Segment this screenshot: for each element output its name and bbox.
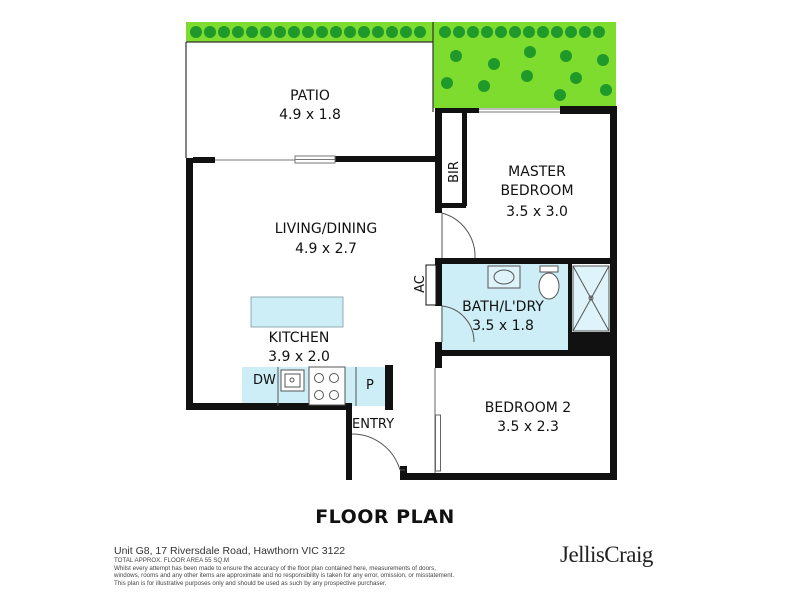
shrub-icon	[467, 26, 479, 38]
shrub-icon	[524, 46, 536, 58]
shrub-icon	[488, 58, 500, 70]
shrub-icon	[523, 26, 535, 38]
shrub-icon	[400, 26, 412, 38]
shrub-icon	[593, 26, 605, 38]
shrub-icon	[274, 26, 286, 38]
living-size: 4.9 x 2.7	[295, 241, 357, 257]
disclaimer-line-3: This plan is for illustrative purposes o…	[114, 579, 387, 587]
shrub-icon	[330, 26, 342, 38]
shrub-icon	[260, 26, 272, 38]
shrub-icon	[495, 26, 507, 38]
shrub-icon	[302, 26, 314, 38]
shrub-icon	[386, 26, 398, 38]
master-bedroom-door[interactable]	[441, 212, 476, 259]
kitchen-fixtures	[277, 366, 357, 406]
shrub-icon	[344, 26, 356, 38]
shrub-icon	[316, 26, 328, 38]
disclaimer-line-1: Whilst every attempt has been made to en…	[114, 564, 436, 572]
shrub-icon	[372, 26, 384, 38]
patio-outline	[185, 22, 434, 158]
shrub-icon	[232, 26, 244, 38]
living-name: LIVING/DINING	[275, 221, 378, 237]
shrub-icon	[560, 50, 572, 62]
garden-shrubs	[190, 26, 612, 101]
shrub-icon	[453, 26, 465, 38]
shrub-icon	[478, 80, 490, 92]
shrub-icon	[218, 26, 230, 38]
shrub-icon	[439, 26, 451, 38]
shrub-icon	[521, 70, 533, 82]
shrub-icon	[537, 26, 549, 38]
shrub-icon	[481, 26, 493, 38]
master-window	[479, 108, 560, 113]
shrub-icon	[597, 54, 609, 66]
shrub-icon	[579, 26, 591, 38]
shrub-icon	[358, 26, 370, 38]
shrub-icon	[570, 72, 582, 84]
shrub-icon	[414, 26, 426, 38]
bedroom2-size: 3.5 x 2.3	[497, 419, 559, 435]
entry-door[interactable]	[351, 433, 405, 471]
pantry-label: P	[366, 378, 374, 393]
room-labels: PATIO 4.9 x 1.8 MASTER BEDROOM 3.5 x 3.0…	[268, 88, 573, 435]
shrub-icon	[554, 89, 566, 101]
shrub-icon	[246, 26, 258, 38]
master-name-line1: MASTER	[508, 164, 566, 180]
shrub-icon	[441, 77, 453, 89]
plan-title: FLOOR PLAN	[315, 506, 455, 528]
bath-size: 3.5 x 1.8	[472, 318, 534, 334]
master-name-line2: BEDROOM	[500, 183, 573, 199]
patio-size: 4.9 x 1.8	[279, 107, 341, 123]
disclaimer-line-2: windows, rooms and any other items are a…	[114, 572, 455, 579]
bedroom2-name: BEDROOM 2	[485, 400, 571, 416]
footer-text: Unit G8, 17 Riversdale Road, Hawthorn VI…	[114, 545, 454, 587]
kitchen-name: KITCHEN	[269, 330, 330, 346]
shrub-icon	[565, 26, 577, 38]
ac-label: AC	[413, 275, 428, 293]
dw-label: DW	[253, 373, 276, 388]
shrub-icon	[509, 26, 521, 38]
bath-name: BATH/L'DRY	[462, 299, 544, 315]
patio-name: PATIO	[290, 88, 330, 104]
bath-door[interactable]	[441, 305, 475, 343]
bir-label: BIR	[447, 161, 462, 183]
kitchen-island	[250, 296, 344, 328]
shrub-icon	[600, 84, 612, 96]
master-size: 3.5 x 3.0	[506, 204, 568, 220]
shrub-icon	[204, 26, 216, 38]
bedroom2-sliding-door[interactable]	[434, 368, 441, 473]
shrub-icon	[450, 50, 462, 62]
bath-fixtures	[487, 265, 610, 332]
walls	[186, 106, 617, 480]
address: Unit G8, 17 Riversdale Road, Hawthorn VI…	[114, 545, 346, 557]
shrub-icon	[551, 26, 563, 38]
patio-sliding-door[interactable]	[215, 155, 336, 164]
entry-label: ENTRY	[352, 417, 394, 432]
kitchen-size: 3.9 x 2.0	[268, 349, 330, 365]
fixture-labels: BIR AC DW P ENTRY	[253, 161, 462, 432]
shrub-icon	[190, 26, 202, 38]
floor-area: TOTAL APPROX. FLOOR AREA 55 SQ.M	[114, 557, 230, 564]
shrub-icon	[288, 26, 300, 38]
brand-logo: JellisCraig	[560, 542, 653, 567]
